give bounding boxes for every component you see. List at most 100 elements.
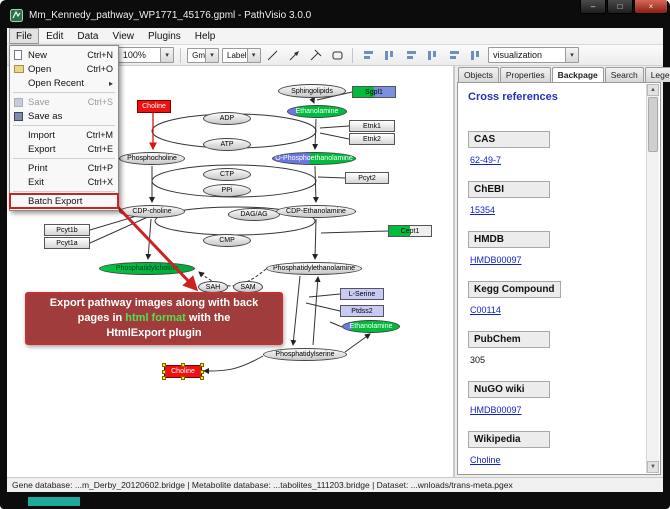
label-template-button-label: Label — [227, 50, 247, 60]
tbar-tool[interactable] — [306, 47, 324, 64]
tbar-tool-icon — [309, 49, 322, 62]
page-icon — [14, 50, 28, 60]
menu-plugins[interactable]: Plugins — [147, 30, 181, 42]
menu-item-label: Import — [28, 129, 55, 141]
scrollbar-thumb[interactable] — [648, 97, 658, 152]
cross-reference-link[interactable]: 15354 — [470, 205, 496, 215]
cross-reference-link[interactable]: 62-49-7 — [470, 155, 502, 165]
disk-icon — [14, 111, 28, 121]
shape-tool-icon — [331, 49, 344, 62]
section-header: PubChem — [468, 331, 550, 348]
align-left-icon — [405, 49, 418, 62]
section-header: Wikipedia — [468, 431, 550, 448]
align-top-icon — [426, 49, 439, 62]
submenu-arrow-icon: ▸ — [108, 78, 113, 88]
menu-edit[interactable]: Edit — [46, 30, 64, 42]
dropdown-icon[interactable]: ▾ — [205, 48, 218, 62]
file-menu-item-open-recent[interactable]: Open Recent ▸ — [10, 76, 118, 90]
scroll-up-icon[interactable]: ▲ — [647, 84, 659, 96]
cross-reference-link[interactable]: C00114 — [470, 305, 501, 315]
distribute-horizontal-button[interactable] — [445, 47, 463, 64]
taskbar-accent — [28, 497, 80, 506]
menu-item-shortcut: Ctrl+M — [86, 130, 113, 140]
tab-properties[interactable]: Properties — [499, 67, 551, 82]
align-center-y-icon — [383, 49, 396, 62]
menu-separator — [13, 191, 115, 192]
align-center-x-icon — [362, 49, 375, 62]
visualization-combo[interactable]: visualization▾ — [487, 47, 580, 63]
align-center-y-button[interactable] — [381, 47, 399, 64]
cross-reference-link[interactable]: HMDB00097 — [470, 405, 522, 415]
side-panel-tabs: ObjectsPropertiesBackpageSearchLegend — [455, 66, 670, 83]
line-tool[interactable] — [264, 47, 282, 64]
distribute-vertical-button[interactable] — [467, 47, 485, 64]
datanode-template-button[interactable]: Gm▾ — [187, 47, 219, 63]
zoom-combo[interactable]: 100%▾ — [117, 47, 175, 63]
menu-item-label: Exit — [28, 176, 44, 188]
menu-item-label: Print — [28, 162, 48, 174]
tab-legend[interactable]: Legend — [644, 67, 670, 82]
tab-backpage[interactable]: Backpage — [551, 67, 604, 83]
backpage-section-chebi: ChEBI 15354 — [468, 179, 648, 215]
menu-separator — [13, 158, 115, 159]
cross-reference-link[interactable]: HMDB00097 — [470, 255, 522, 265]
scroll-down-icon[interactable]: ▼ — [647, 461, 659, 473]
menu-item-label: Open Recent — [28, 77, 84, 89]
menu-file[interactable]: File — [9, 28, 40, 44]
align-center-x-button[interactable] — [359, 47, 377, 64]
line-tool-icon — [266, 49, 279, 62]
status-bar: Gene database: ...m_Derby_20120602.bridg… — [7, 477, 663, 492]
align-top-button[interactable] — [424, 47, 442, 64]
title-bar[interactable]: Mm_Kennedy_pathway_WP1771_45176.gpml - P… — [10, 4, 662, 26]
menu-separator — [13, 92, 115, 93]
shape-tool[interactable] — [328, 47, 346, 64]
align-left-button[interactable] — [402, 47, 420, 64]
menu-item-shortcut: Ctrl+S — [87, 97, 113, 107]
status-bar-text: Gene database: ...m_Derby_20120602.bridg… — [12, 480, 513, 490]
menu-help[interactable]: Help — [194, 30, 216, 42]
section-header: Kegg Compound — [468, 281, 561, 298]
cross-reference-value: 305 — [470, 355, 486, 365]
dropdown-icon[interactable]: ▾ — [246, 48, 260, 62]
menu-item-label: Save — [28, 96, 50, 108]
menu-item-shortcut: Ctrl+E — [87, 144, 113, 154]
close-button[interactable]: × — [634, 0, 668, 14]
window-title: Mm_Kennedy_pathway_WP1771_45176.gpml - P… — [29, 9, 312, 21]
distribute-vertical-icon — [469, 49, 482, 62]
visualization-dropdown-icon[interactable]: ▾ — [565, 48, 579, 62]
menu-item-label: Batch Export — [28, 195, 83, 207]
menu-bar: File Edit Data View Plugins Help — [7, 28, 663, 45]
section-header: ChEBI — [468, 181, 550, 198]
distribute-horizontal-icon — [448, 49, 461, 62]
menu-item-shortcut: Ctrl+O — [86, 64, 113, 74]
window-controls: – □ × — [579, 0, 668, 14]
menu-view[interactable]: View — [112, 30, 134, 42]
maximize-button[interactable]: □ — [607, 0, 633, 14]
arrow-tool[interactable] — [285, 47, 303, 64]
file-menu-item-save[interactable]: Save Ctrl+S — [10, 95, 118, 109]
side-panel: ObjectsPropertiesBackpageSearchLegend Cr… — [455, 66, 670, 477]
menu-data[interactable]: Data — [77, 30, 99, 42]
file-menu-item-batch-export[interactable]: Batch Export — [10, 194, 118, 208]
datanode-template-button-label: Gm — [192, 50, 205, 60]
arrow-tool-icon — [288, 49, 301, 62]
file-menu-item-save-as[interactable]: Save as — [10, 109, 118, 123]
file-menu-item-import[interactable]: Import Ctrl+M — [10, 128, 118, 142]
zoom-dropdown-icon[interactable]: ▾ — [160, 48, 174, 62]
panel-scrollbar[interactable]: ▲ ▼ — [646, 84, 659, 473]
app-icon — [10, 8, 23, 22]
tab-search[interactable]: Search — [604, 67, 644, 82]
minimize-button[interactable]: – — [580, 0, 606, 14]
label-template-button[interactable]: Label▾ — [222, 47, 261, 63]
tab-objects[interactable]: Objects — [458, 67, 499, 82]
cross-reference-link[interactable]: Choline — [470, 455, 501, 465]
